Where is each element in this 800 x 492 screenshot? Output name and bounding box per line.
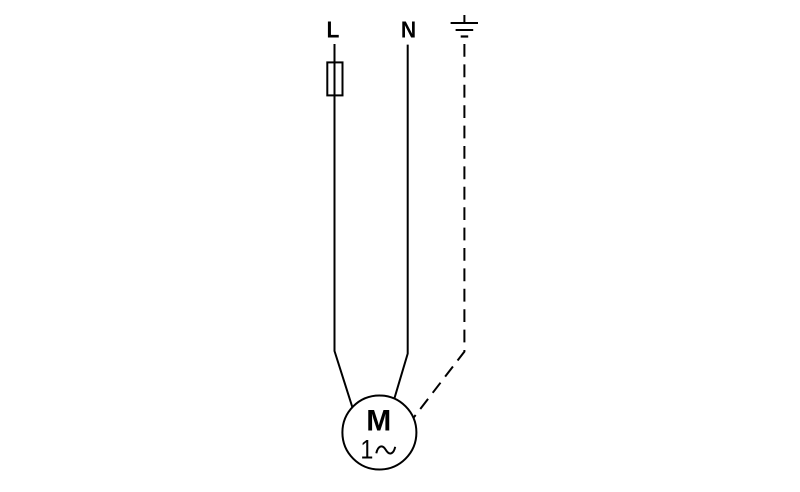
svg-text:1: 1 <box>360 435 373 465</box>
svg-text:M: M <box>366 405 391 438</box>
svg-text:N: N <box>401 17 416 43</box>
svg-text:L: L <box>326 17 339 43</box>
